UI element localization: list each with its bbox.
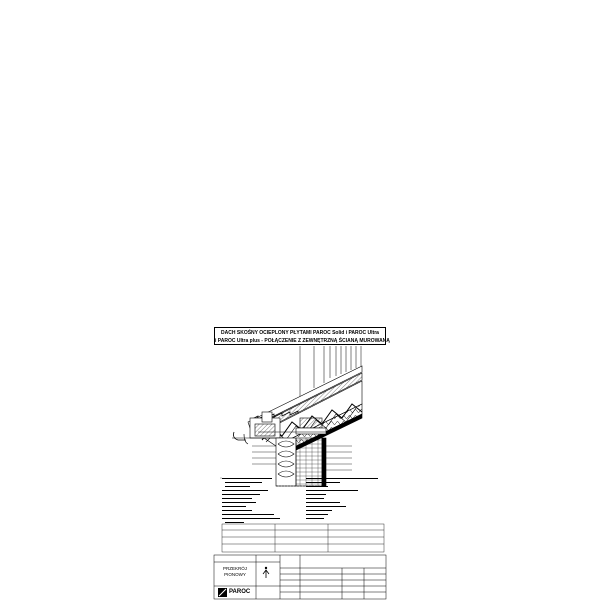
drawing-name-line-1: PRZEKRÓJ bbox=[222, 566, 247, 571]
left-leaders bbox=[252, 445, 276, 465]
drawing-name-line-2: PIONOWY bbox=[224, 572, 246, 577]
legend-right bbox=[306, 477, 386, 525]
north-symbol-icon bbox=[262, 566, 270, 578]
eaves bbox=[232, 411, 282, 445]
legend-left-lines bbox=[222, 477, 280, 524]
layer-table bbox=[221, 523, 385, 553]
drawing-title-line-2: i PAROC Ultra plus - POŁĄCZENIE Z ZEWNĘT… bbox=[215, 338, 390, 344]
legend-right-lines bbox=[306, 477, 378, 520]
right-leaders bbox=[326, 445, 352, 471]
paroc-logo bbox=[218, 588, 227, 597]
drawing-title-line-1: DACH SKOŚNY OCIEPLONY PŁYTAMI PAROC Soli… bbox=[221, 330, 379, 336]
brand-wordmark: PAROC bbox=[229, 589, 251, 595]
leader-lines-top bbox=[299, 346, 362, 400]
legend-left bbox=[222, 477, 282, 529]
drawing-title-box: DACH SKOŚNY OCIEPLONY PŁYTAMI PAROC Soli… bbox=[214, 327, 390, 345]
wall-top bbox=[258, 417, 330, 435]
title-block bbox=[213, 554, 387, 600]
drawing-name: PRZEKRÓJ PIONOWY bbox=[214, 566, 256, 578]
